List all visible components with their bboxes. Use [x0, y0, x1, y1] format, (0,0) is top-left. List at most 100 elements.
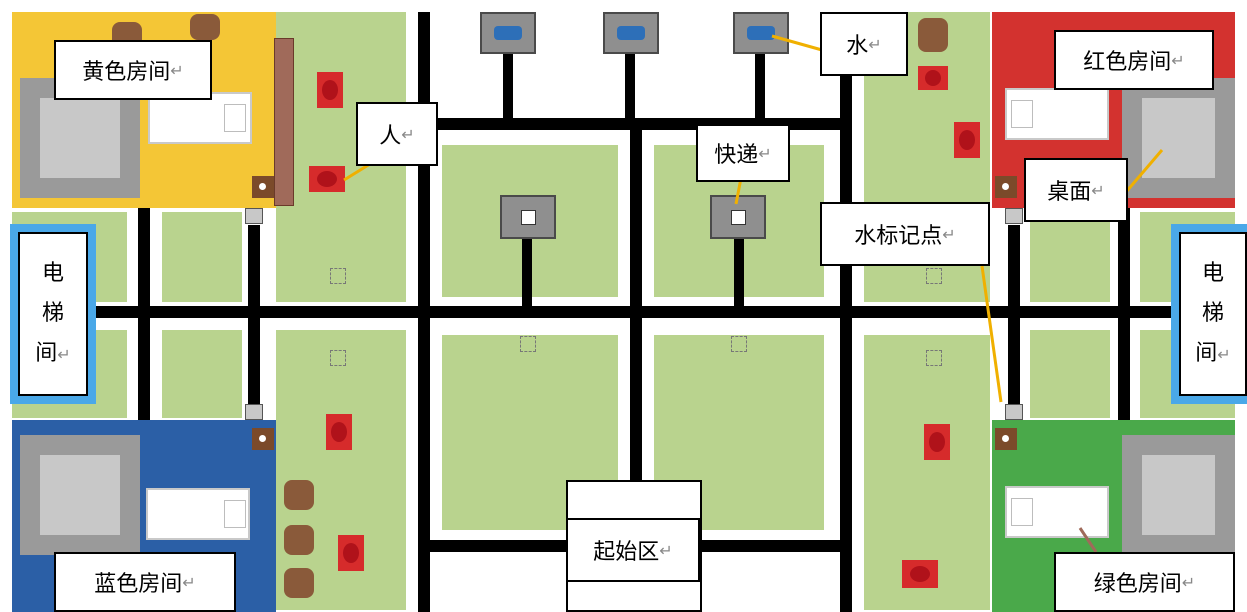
elevator-left-char: 间 [35, 340, 58, 366]
blue-room-text: 蓝色房间 [94, 572, 183, 597]
water-icon [747, 26, 775, 40]
return-mark: ↵ [182, 572, 196, 592]
water-marker-label: 水标记点↵ [820, 202, 990, 266]
person-label: 人↵ [356, 102, 438, 166]
desk-text: 桌面 [1047, 180, 1092, 205]
target-marker [926, 350, 942, 366]
express-station [500, 195, 556, 239]
road [138, 208, 150, 420]
elevator-left-char: 电 [41, 260, 64, 286]
water-station [603, 12, 659, 54]
outlet-icon [252, 176, 274, 198]
target-marker [330, 268, 346, 284]
grass-block [1030, 212, 1110, 302]
outlet-icon [995, 176, 1017, 198]
return-mark: ↵ [758, 143, 772, 163]
leader-line-water [771, 34, 823, 52]
road [625, 52, 635, 122]
desk-top [40, 455, 120, 535]
person-icon [918, 66, 948, 90]
red-room-text: 红色房间 [1083, 50, 1172, 75]
green-room-rod [1078, 527, 1098, 553]
desk-top [1142, 455, 1215, 535]
water-marker-point [245, 208, 263, 224]
outlet-icon [995, 428, 1017, 450]
return-mark: ↵ [1091, 180, 1105, 200]
elevator-right-char: 间↵ [1195, 334, 1230, 375]
water-label: 水↵ [820, 12, 908, 76]
chair-icon [918, 18, 948, 52]
bed-pillow [224, 104, 246, 132]
chair-icon [284, 525, 314, 555]
person-icon [954, 122, 980, 158]
bed-pillow [1011, 100, 1033, 128]
bed-pillow [1011, 498, 1033, 526]
person-text: 人 [379, 124, 402, 149]
road [1118, 208, 1130, 420]
person-icon [309, 166, 345, 192]
road [840, 12, 852, 612]
return-mark: ↵ [170, 60, 184, 80]
desk-top [40, 98, 120, 178]
return-mark: ↵ [659, 540, 673, 560]
yellow-room-text: 黄色房间 [82, 60, 171, 85]
chair-icon [190, 14, 220, 40]
elevator-right-char: 梯 [1201, 300, 1224, 326]
road [734, 236, 744, 310]
water-marker-text: 水标记点 [854, 224, 943, 249]
start-zone-label: 起始区↵ [566, 518, 700, 582]
road [700, 540, 850, 552]
green-room-text: 绿色房间 [1093, 572, 1182, 597]
start-zone-text: 起始区 [593, 540, 660, 565]
person-icon [326, 414, 352, 450]
water-icon [617, 26, 645, 40]
elevator-right-char: 电 [1201, 260, 1224, 286]
desk-top [1142, 98, 1215, 178]
return-mark: ↵ [57, 344, 71, 364]
return-mark: ↵ [1171, 50, 1185, 70]
water-icon [494, 26, 522, 40]
water-station [480, 12, 536, 54]
express-station [710, 195, 766, 239]
road [1008, 225, 1020, 407]
road [755, 52, 765, 122]
water-station [733, 12, 789, 54]
road [522, 236, 532, 310]
person-icon [338, 535, 364, 571]
target-marker [520, 336, 536, 352]
target-marker [731, 336, 747, 352]
blue-room-label: 蓝色房间↵ [54, 552, 236, 612]
elevator-right-char: 间 [1195, 340, 1218, 366]
water-marker-point [1005, 404, 1023, 420]
grass-block [162, 330, 242, 418]
water-text: 水 [846, 34, 869, 59]
grass-block [162, 212, 242, 302]
desk-label: 桌面↵ [1024, 158, 1128, 222]
return-mark: ↵ [1217, 344, 1231, 364]
return-mark: ↵ [1181, 572, 1196, 592]
elevator-left-char: 梯 [41, 300, 64, 326]
bed-pillow [224, 500, 246, 528]
road [630, 130, 642, 530]
express-text: 快递 [714, 143, 759, 168]
road [418, 540, 568, 552]
leader-line-express [734, 177, 743, 205]
elevator-left-char: 间↵ [35, 334, 70, 375]
return-mark: ↵ [868, 34, 882, 54]
return-mark: ↵ [401, 124, 415, 144]
elevator-left-label: 电 梯 间↵ [18, 232, 88, 396]
return-mark: ↵ [942, 224, 956, 244]
outlet-icon [252, 428, 274, 450]
green-room-label: 绿色房间↵ [1054, 552, 1235, 612]
elevator-right-label: 电 梯 间↵ [1179, 232, 1247, 396]
target-marker [926, 268, 942, 284]
water-marker-point [245, 404, 263, 420]
person-icon [317, 72, 343, 108]
road [12, 306, 1235, 318]
leader-line-water-marker [980, 265, 1003, 403]
person-icon [924, 424, 950, 460]
water-marker-point [1005, 208, 1023, 224]
road [248, 225, 260, 407]
leader-line-desk [1124, 149, 1164, 193]
